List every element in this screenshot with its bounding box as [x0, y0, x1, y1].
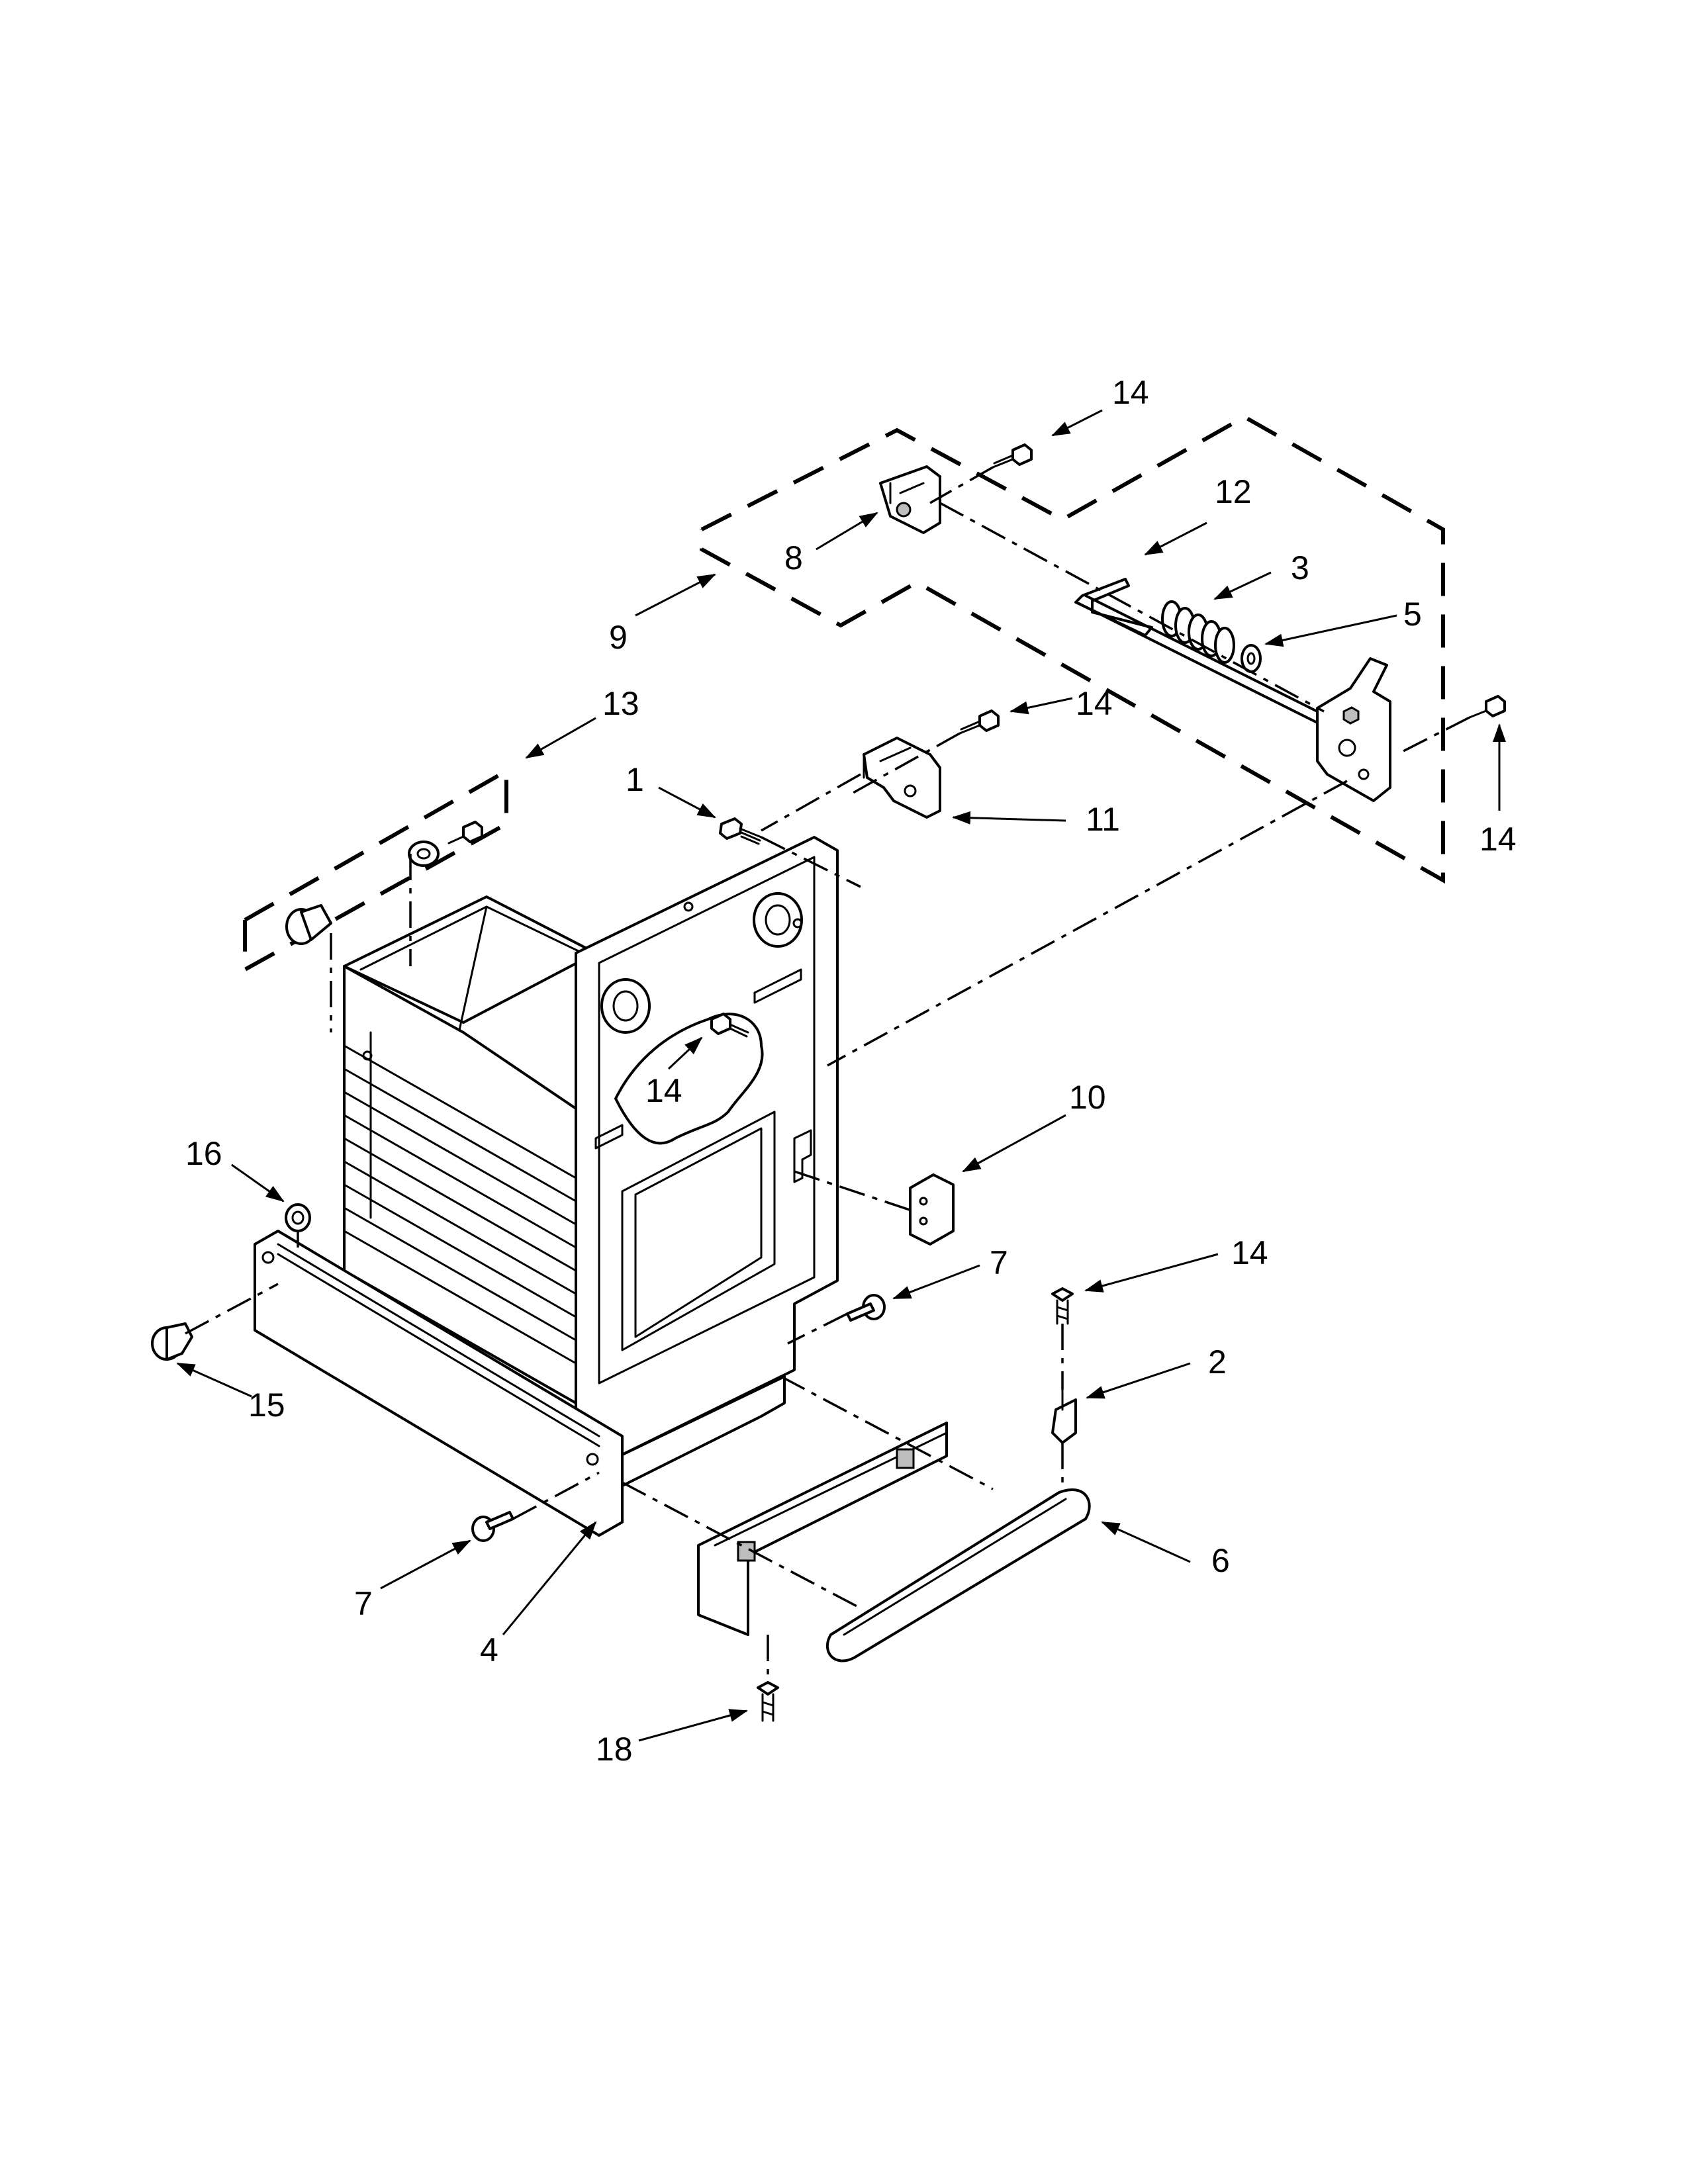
- callout-9: 9: [609, 619, 628, 656]
- callout-4: 4: [480, 1631, 498, 1668]
- main-cabinet-frame: [343, 836, 839, 1517]
- part-1-screw: [719, 817, 763, 845]
- callout-10: 10: [1069, 1079, 1106, 1116]
- part-10-lower-hinge: [909, 1173, 955, 1246]
- callout-7-upper: 7: [990, 1244, 1008, 1281]
- part-14-screw-right: [1468, 695, 1506, 719]
- callout-2: 2: [1208, 1343, 1227, 1381]
- callout-14-handle: 14: [1231, 1234, 1268, 1271]
- callout-3: 3: [1291, 549, 1309, 586]
- part-14-screw-cabinet: [710, 1013, 749, 1038]
- callout-1: 1: [626, 761, 644, 798]
- assembly-group-9-box: [700, 414, 1445, 884]
- callout-16: 16: [185, 1135, 222, 1172]
- part-6-handle: [826, 1488, 1091, 1662]
- callout-18: 18: [596, 1731, 633, 1768]
- part-8-hinge-bracket: [879, 465, 941, 534]
- leader-arrows: [176, 409, 1506, 1742]
- part-2-clip: [1051, 1388, 1077, 1444]
- callout-14-cabinet: 14: [645, 1072, 682, 1109]
- callout-labels: 14 12 8 3 9 5 13 14 1 11 14 10 14 16 7 1…: [185, 374, 1517, 1768]
- alignment-lines: [185, 466, 1470, 1684]
- upper-hinge-plate: [1316, 657, 1391, 802]
- drawer-front-panel: [697, 1422, 948, 1636]
- part-14-screw-handle: [1051, 1287, 1074, 1325]
- part-7-screw-upper: [846, 1294, 886, 1322]
- part-16-nut: [285, 1203, 311, 1232]
- part-4-base-rail: [254, 1230, 624, 1537]
- part-14-screw-top: [992, 443, 1033, 469]
- callout-5: 5: [1403, 596, 1422, 633]
- callout-14-right: 14: [1479, 821, 1517, 858]
- part-13-screw: [447, 821, 483, 844]
- callout-12: 12: [1215, 473, 1252, 510]
- part-7-screw-lower: [471, 1511, 514, 1542]
- callout-6: 6: [1211, 1542, 1230, 1579]
- part-11-hinge-bracket: [863, 737, 941, 819]
- callout-15: 15: [248, 1387, 285, 1424]
- callout-11: 11: [1086, 801, 1120, 838]
- callout-8: 8: [784, 539, 803, 576]
- part-15-leveling-leg: [151, 1322, 193, 1361]
- callout-13: 13: [602, 685, 639, 722]
- part-12-hinge-rod: [1074, 578, 1338, 731]
- callout-14-mid: 14: [1076, 685, 1113, 722]
- callout-7-lower: 7: [354, 1585, 373, 1622]
- callout-14-top: 14: [1112, 374, 1149, 411]
- part-14-screw-mid: [959, 709, 1000, 735]
- part-18-screw: [757, 1681, 779, 1722]
- part-13-leveling-foot: [285, 841, 440, 945]
